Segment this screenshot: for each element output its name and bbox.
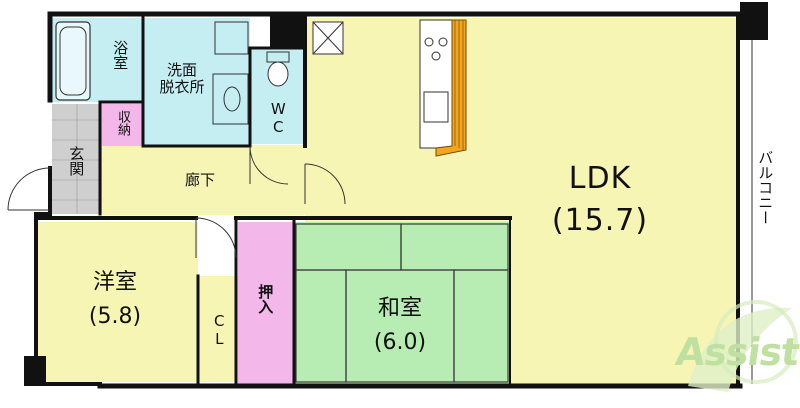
closet-label: CL bbox=[210, 312, 229, 348]
washer-box bbox=[214, 21, 249, 55]
assist-logo-mark bbox=[688, 300, 798, 392]
closet-floor bbox=[198, 276, 238, 382]
columns bbox=[24, 2, 768, 386]
washitsu-floor bbox=[294, 222, 510, 384]
washitsu-size: (6.0) bbox=[373, 330, 427, 355]
kitchen-counter bbox=[419, 19, 455, 149]
ldk-size: (15.7) bbox=[551, 203, 649, 238]
oshiire-label: 押入 bbox=[256, 284, 275, 314]
balcony-label: バルコニー bbox=[756, 150, 775, 225]
assist-logo-text: Assist bbox=[672, 330, 800, 374]
hallway-floor bbox=[102, 145, 307, 215]
bathtub bbox=[55, 21, 91, 101]
storage-floor bbox=[102, 104, 142, 146]
yoshitsu-floor bbox=[38, 222, 198, 382]
yoshitsu-name: 洋室 bbox=[92, 270, 137, 295]
entrance-label: 玄関 bbox=[67, 146, 86, 176]
washitsu-name: 和室 bbox=[377, 296, 422, 321]
door-swings bbox=[7, 145, 346, 259]
oshiire-floor bbox=[238, 222, 294, 384]
washroom-floor bbox=[143, 18, 250, 146]
ldk-name: LDK bbox=[568, 161, 632, 196]
tatami-lines bbox=[295, 223, 509, 383]
toilet bbox=[267, 61, 289, 87]
bath-label: 浴室 bbox=[111, 40, 130, 70]
storage-label: 収納 bbox=[114, 110, 130, 136]
sink bbox=[212, 73, 249, 125]
yoshitsu-size: (5.8) bbox=[88, 304, 142, 329]
walls bbox=[34, 11, 743, 389]
washroom-label: 洗面 脱衣所 bbox=[159, 61, 205, 97]
wc-label: WC bbox=[269, 100, 288, 136]
kitchen-bar bbox=[435, 19, 467, 157]
hallway-label: 廊下 bbox=[184, 171, 215, 189]
